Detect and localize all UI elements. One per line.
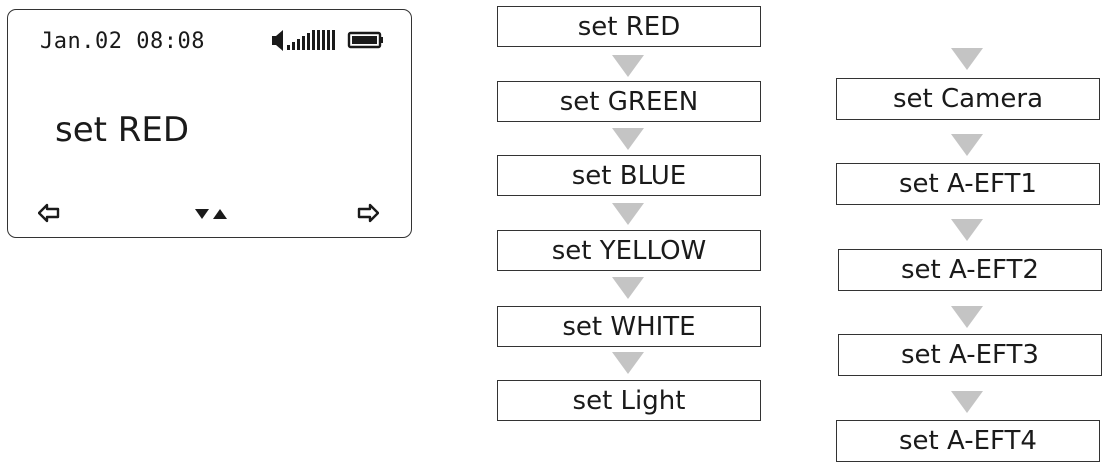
battery-icon bbox=[347, 31, 383, 49]
flow-box-set-red: set RED bbox=[497, 6, 761, 47]
flow-arrow bbox=[612, 128, 644, 150]
flow-box-label: set RED bbox=[577, 11, 681, 42]
flow-arrow bbox=[951, 219, 983, 241]
flow-box-label: set Light bbox=[572, 385, 686, 416]
lcd-datetime: Jan.02 08:08 bbox=[40, 29, 205, 54]
flow-box-set-blue: set BLUE bbox=[497, 155, 761, 196]
flow-box-set-a-eft1: set A-EFT1 bbox=[836, 163, 1100, 205]
lcd-main-text: set RED bbox=[55, 110, 190, 150]
speaker-icon bbox=[272, 30, 283, 51]
flow-box-set-yellow: set YELLOW bbox=[497, 230, 761, 271]
flow-box-set-a-eft4: set A-EFT4 bbox=[836, 420, 1100, 462]
signal-strength-icon bbox=[287, 30, 335, 50]
left-arrow-icon[interactable] bbox=[37, 203, 60, 228]
flow-arrow bbox=[612, 352, 644, 374]
flow-box-set-green: set GREEN bbox=[497, 81, 761, 122]
lcd-status-icons bbox=[272, 28, 390, 59]
flow-box-label: set A-EFT1 bbox=[899, 169, 1037, 199]
flow-box-label: set Camera bbox=[892, 84, 1044, 114]
flow-box-label: set A-EFT4 bbox=[899, 426, 1037, 456]
flow-arrow bbox=[951, 48, 983, 70]
flow-arrow bbox=[951, 306, 983, 328]
down-up-arrows-icon[interactable] bbox=[194, 206, 230, 227]
flow-arrow bbox=[951, 134, 983, 156]
flow-arrow bbox=[951, 391, 983, 413]
flow-box-label: set BLUE bbox=[571, 160, 687, 191]
flow-box-set-a-eft3: set A-EFT3 bbox=[838, 334, 1102, 376]
flow-box-label: set A-EFT2 bbox=[901, 255, 1039, 285]
flow-box-set-a-eft2: set A-EFT2 bbox=[838, 249, 1102, 291]
flow-box-label: set GREEN bbox=[559, 86, 699, 117]
flow-box-set-white: set WHITE bbox=[497, 306, 761, 347]
flow-box-label: set YELLOW bbox=[551, 235, 707, 266]
lcd-display-panel: Jan.02 08:08 bbox=[7, 9, 412, 238]
flow-box-label: set A-EFT3 bbox=[901, 340, 1039, 370]
flow-arrow bbox=[612, 55, 644, 77]
flow-arrow bbox=[612, 203, 644, 225]
right-arrow-icon[interactable] bbox=[357, 203, 380, 228]
flow-arrow bbox=[612, 277, 644, 299]
flow-box-set-camera: set Camera bbox=[836, 78, 1100, 120]
flow-box-label: set WHITE bbox=[562, 311, 696, 342]
flow-box-set-light: set Light bbox=[497, 380, 761, 421]
